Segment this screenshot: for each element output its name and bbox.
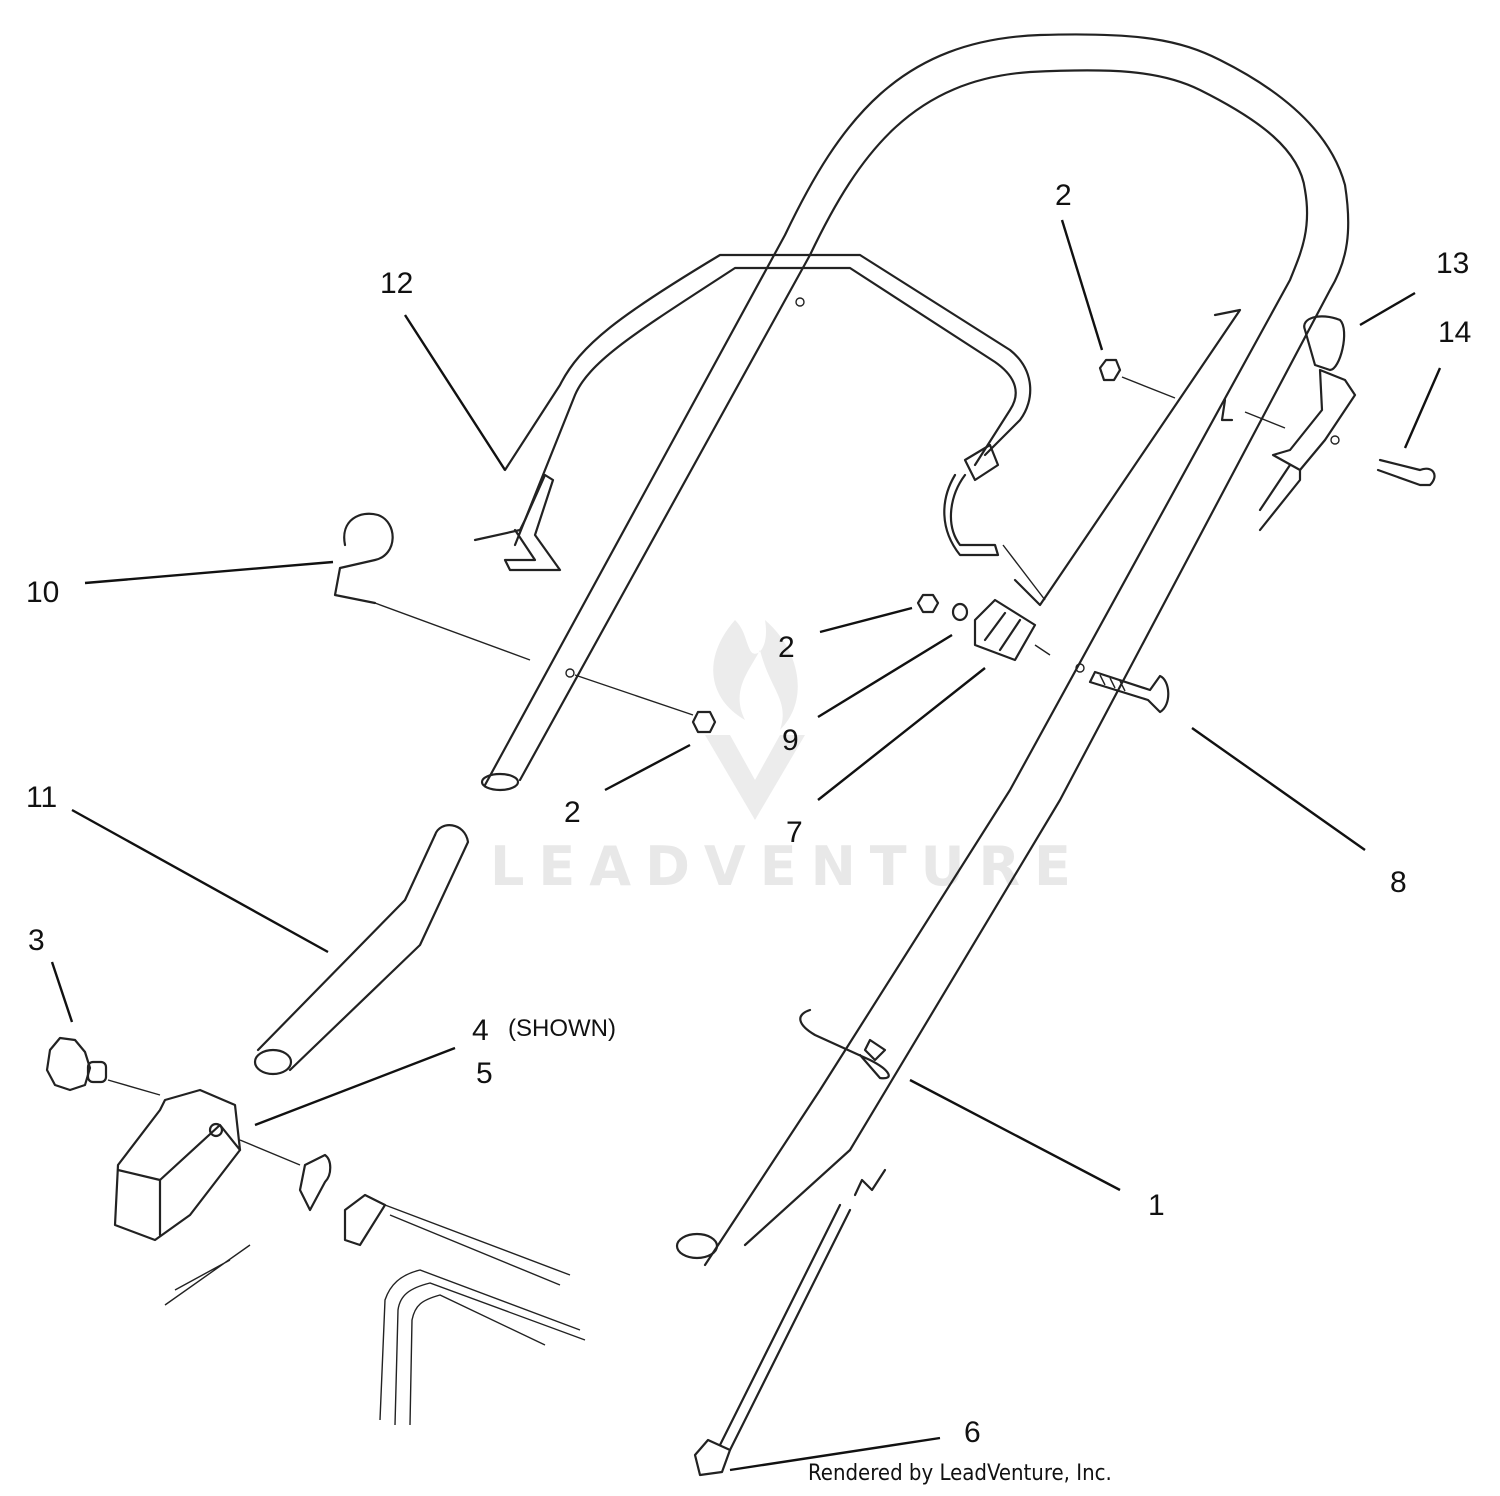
hairpin bbox=[333, 512, 531, 661]
handle-bracket bbox=[973, 598, 1051, 662]
nut-middle bbox=[916, 593, 969, 622]
carriage-bolt bbox=[1088, 670, 1170, 714]
callout-10: 10 bbox=[26, 576, 59, 609]
control-bail bbox=[473, 253, 1046, 601]
control-cable bbox=[693, 1168, 887, 1477]
callout-2-middle: 2 bbox=[778, 631, 795, 664]
throttle-control bbox=[1244, 315, 1436, 532]
callout-2-lower: 2 bbox=[564, 796, 581, 829]
main-handle bbox=[480, 33, 1350, 1267]
callout-4-note: (SHOWN) bbox=[508, 1015, 616, 1042]
adjustment-knob bbox=[45, 1036, 161, 1096]
callout-8: 8 bbox=[1390, 866, 1407, 899]
callout-3: 3 bbox=[28, 924, 45, 957]
callout-9: 9 bbox=[782, 724, 799, 757]
callout-5: 5 bbox=[476, 1057, 493, 1090]
callout-labels: 1 2 2 2 3 4 (SHOWN) 5 6 7 8 9 10 11 12 1… bbox=[26, 179, 1471, 1449]
render-credit: Rendered by LeadVenture, Inc. bbox=[808, 1461, 1112, 1486]
callout-7: 7 bbox=[786, 816, 803, 849]
callout-11: 11 bbox=[26, 781, 57, 814]
callout-14: 14 bbox=[1438, 316, 1471, 349]
leader-lines bbox=[50, 219, 1442, 1472]
callout-12: 12 bbox=[380, 267, 413, 300]
callout-2-upper: 2 bbox=[1055, 179, 1072, 212]
lower-handle-tube bbox=[253, 824, 470, 1076]
callout-6: 6 bbox=[964, 1416, 981, 1449]
callout-4: 4 bbox=[472, 1014, 489, 1047]
nut-lower bbox=[574, 674, 717, 734]
callout-13: 13 bbox=[1436, 247, 1469, 280]
nut-upper-right bbox=[1098, 358, 1176, 399]
cable-tie-loop bbox=[799, 1008, 890, 1080]
height-adjuster bbox=[113, 1088, 586, 1426]
callout-1: 1 bbox=[1148, 1189, 1165, 1222]
